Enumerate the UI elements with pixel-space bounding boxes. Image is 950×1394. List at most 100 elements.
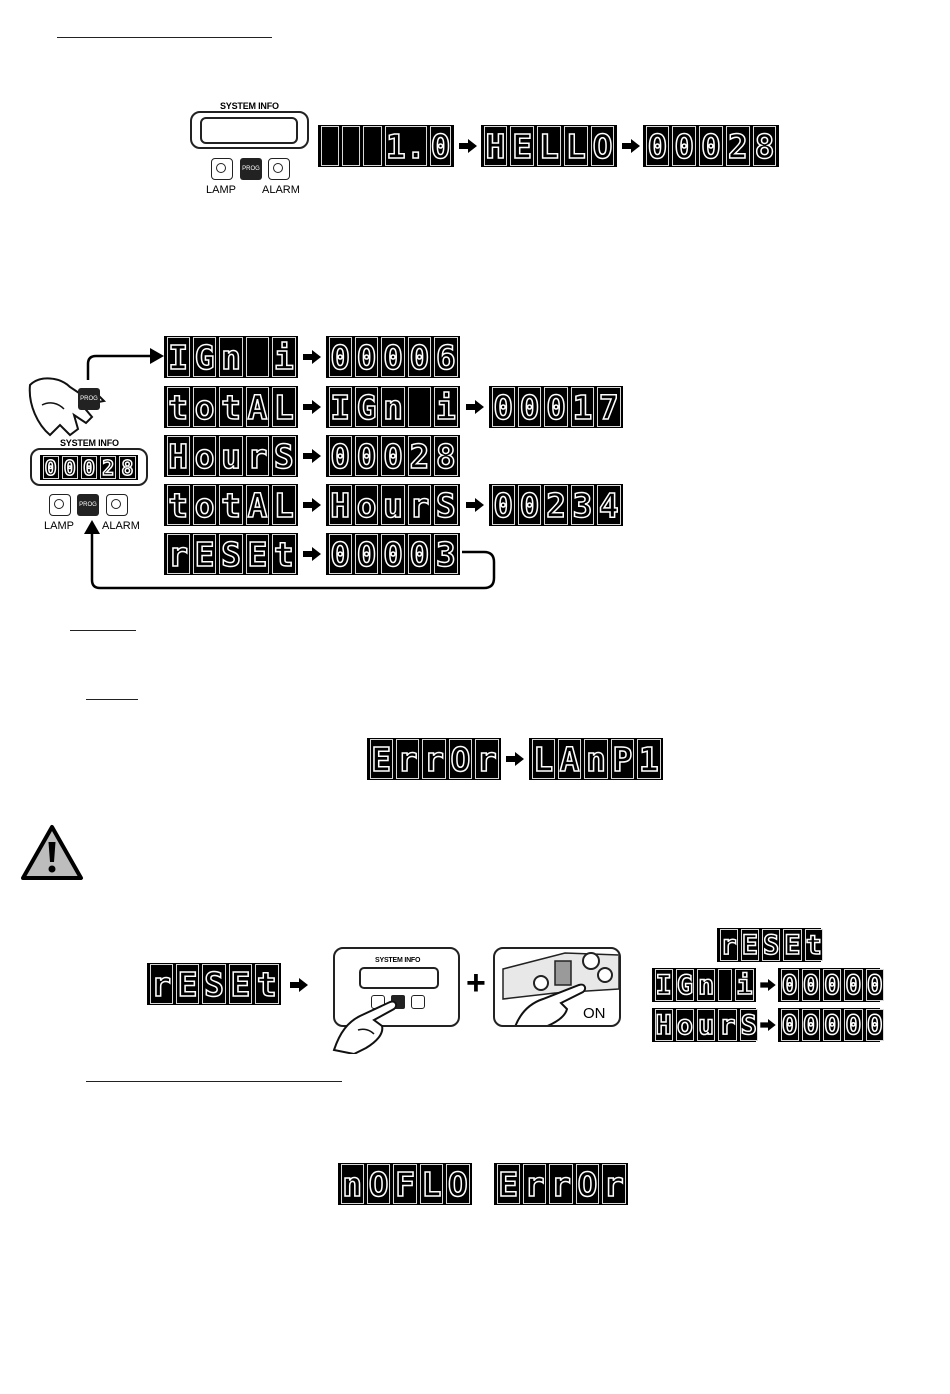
lcd-digit [718,969,733,1001]
lcd-digit: r [522,1164,547,1204]
lcd-digit: A [245,387,270,427]
lcd-digit: u [381,485,405,525]
arrow-icon [760,1019,776,1031]
prog-button-2[interactable]: PROG [77,494,99,516]
power-switch-illustration: ON [493,947,621,1027]
lcd-digit [407,387,432,427]
lcd-digit: u [219,436,243,476]
arrow-icon [459,139,477,153]
arrow-icon [466,400,484,414]
heading-underline-4 [86,1081,342,1082]
lcd-digit: 0 [80,456,98,479]
lcd-digit: 1. [384,126,427,166]
lcd-digit: L [272,387,296,427]
heading-underline-1 [57,37,272,38]
switch-on-label: ON [583,1005,606,1022]
lcd-digit: t [166,387,190,427]
lcd-digit [363,126,382,166]
lcd-digit: n [340,1164,364,1204]
lcd-digit: L [272,485,296,525]
lcd-digit: 0 [381,534,405,574]
arrow-icon [303,547,321,561]
lcd-digit: r [718,1009,737,1041]
prog-button-pressed[interactable]: PROG [78,388,100,410]
arrow-icon [466,498,484,512]
lcd-digit: 0 [844,969,863,1001]
alarm-label-2: ALARM [102,520,140,532]
lcd-digit: G [354,387,379,427]
lcd-digit: 0 [491,485,515,525]
arrow-icon [290,978,308,992]
arrow-icon [303,350,321,364]
lcd-digit: o [192,485,217,525]
panel-title: SYSTEM INFO [220,101,279,111]
lcd-digit: r [549,1164,573,1204]
lamp-button[interactable] [211,158,233,180]
lcd-digit: i [434,387,458,427]
lcd-digit: 0 [381,436,405,476]
lcd-digit: I [654,969,673,1001]
lcd-digit: E [510,126,535,166]
alarm-button[interactable] [268,158,290,180]
lcd-digit: 2 [544,485,568,525]
panel-frame [190,111,309,149]
lcd-digit: t [272,534,296,574]
lcd-digit [245,337,270,377]
alarm-label: ALARM [262,184,300,196]
arrow-icon [303,498,321,512]
lcd-digit: G [675,969,695,1001]
lcd-digit: I [328,387,352,427]
lamp-button-2[interactable] [49,494,71,516]
alarm-button-2[interactable] [106,494,128,516]
lcd-digit: 0 [429,126,452,166]
lcd-digit: 0 [672,126,697,166]
lcd-digit: i [735,969,754,1001]
lcd-digit: 4 [597,485,621,525]
heading-underline-2 [70,630,136,631]
lcd-digit: u [697,1009,716,1041]
lcd-digit: o [192,436,217,476]
arrow-icon [303,400,321,414]
lcd-digit: t [804,929,823,961]
lcd-digit: 0 [823,1009,842,1041]
lcd-digit: t [219,485,243,525]
alarm-button-3[interactable] [411,995,425,1009]
lcd-digit: 0 [844,1009,863,1041]
lcd-digit: 0 [354,436,379,476]
lcd-digit: A [245,485,270,525]
prog-button[interactable]: PROG [240,158,262,180]
lcd-digit: G [192,337,217,377]
lcd-digit: 1 [637,739,661,779]
lcd-digit: H [328,485,352,525]
lcd-digit: L [537,126,561,166]
heading-underline-3 [86,699,138,700]
panel-title-3: SYSTEM INFO [375,957,421,964]
lcd-digit: H [654,1009,673,1041]
lcd-digit: n [381,387,405,427]
lcd-digit: 8 [434,436,458,476]
lcd-digit: i [272,337,296,377]
panel-press-illustration: SYSTEM INFO [333,947,460,1027]
lcd-digit: n [697,969,716,1001]
lcd-digit: o [192,387,217,427]
lcd-digit: E [369,739,393,779]
lcd-digit: 0 [780,969,799,1001]
lcd-digit: 0 [328,534,352,574]
lcd-digit: O [448,739,473,779]
lcd-digit: L [563,126,588,166]
lcd-digit [341,126,361,166]
lcd-digit: 7 [597,387,621,427]
hand-icon [332,1000,398,1054]
lcd-digit: S [762,929,781,961]
lcd-digit: r [422,739,446,779]
